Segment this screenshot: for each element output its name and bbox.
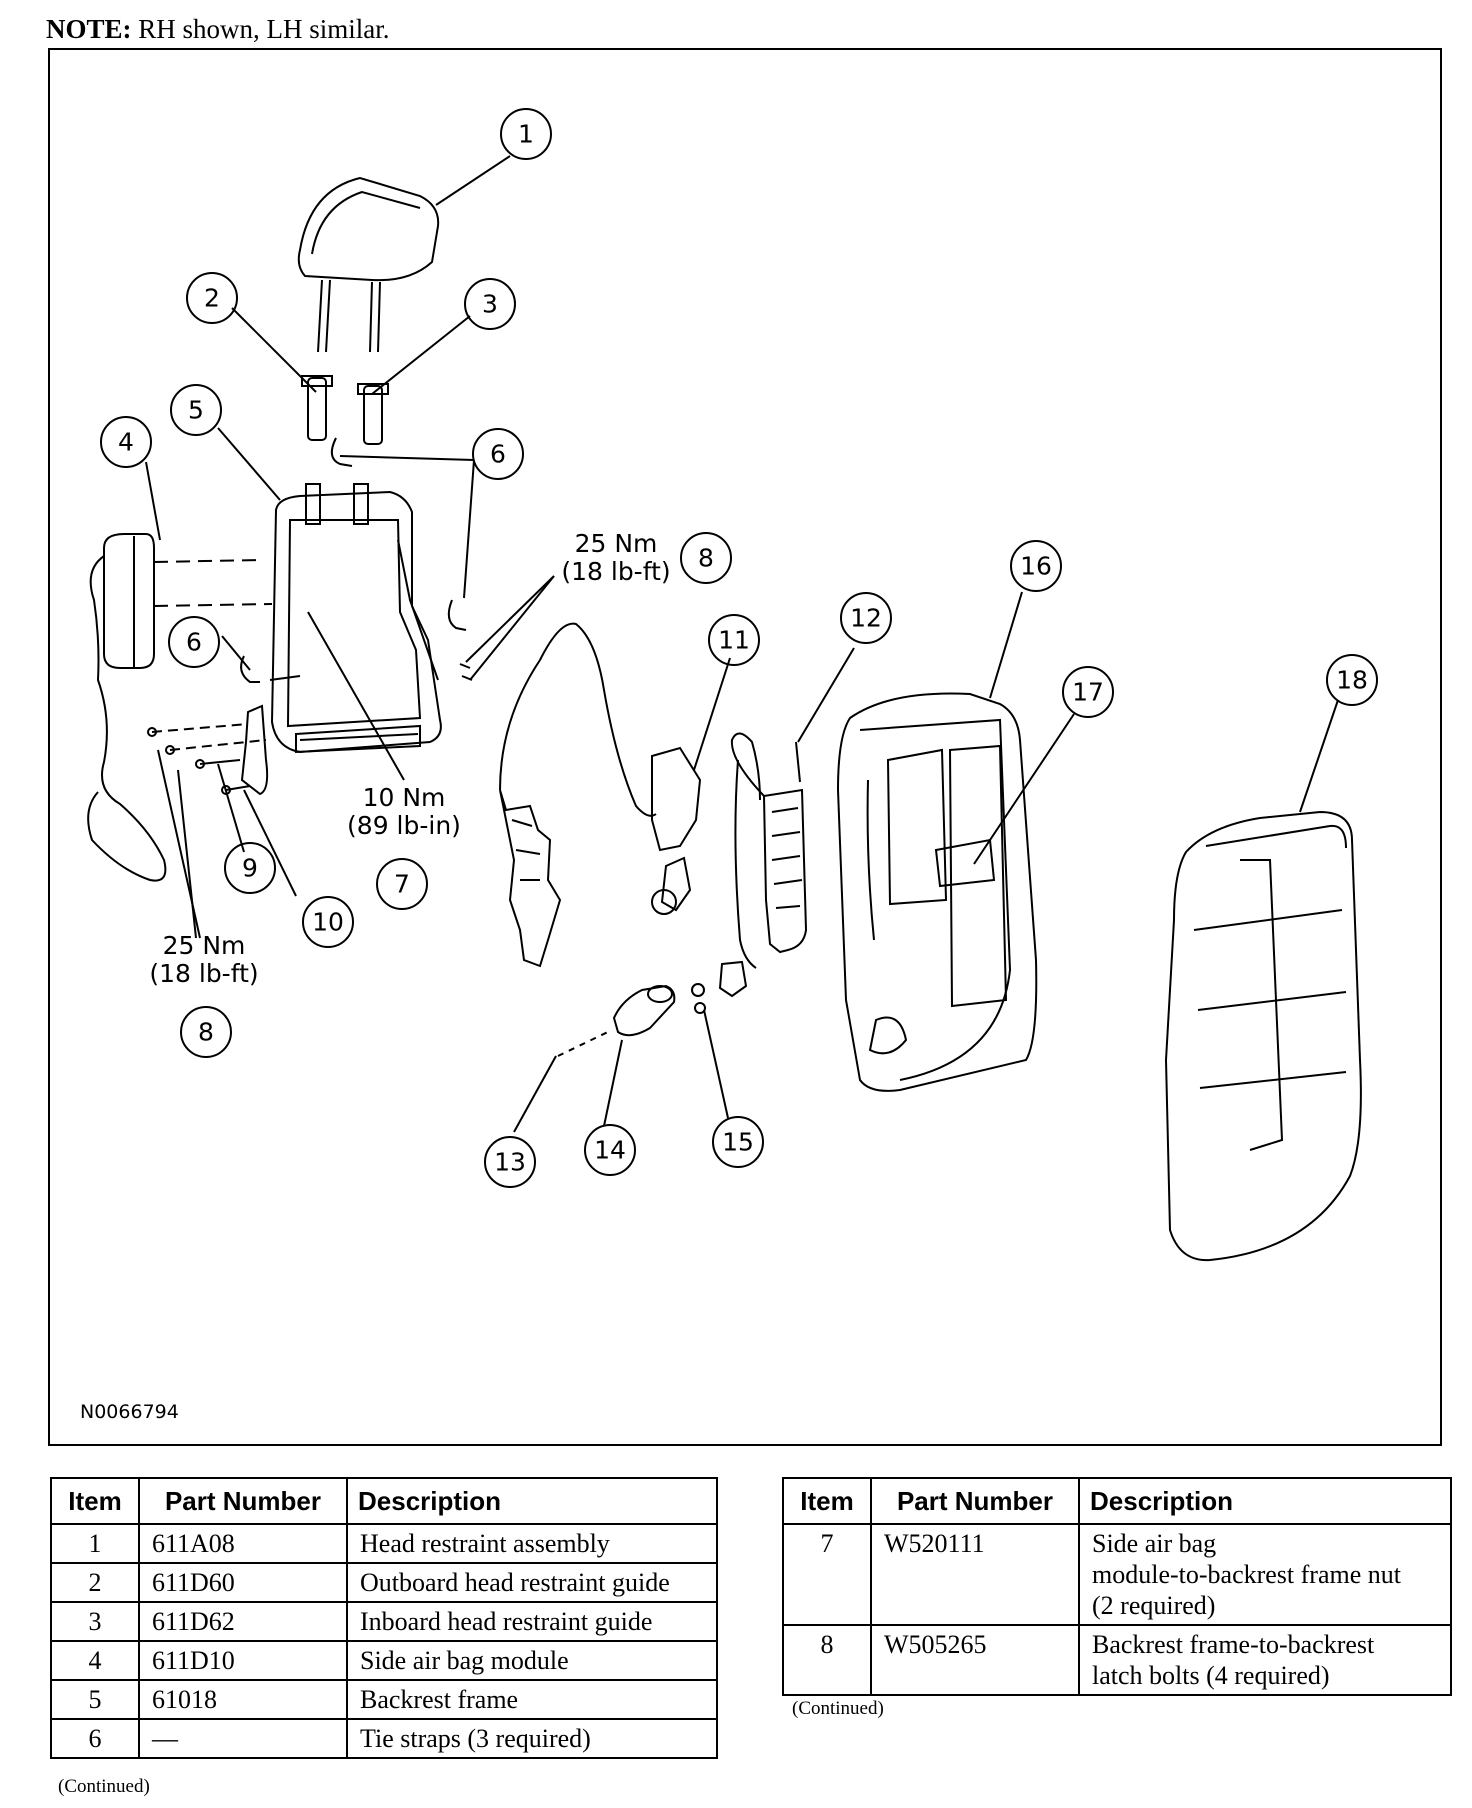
header-part-number: Part Number — [870, 1477, 1080, 1525]
head-restraint-drawing — [297, 176, 440, 353]
recliner-mechanism-drawing — [499, 622, 702, 968]
part-number-cell: — — [138, 1718, 348, 1759]
callout-9: 9 — [242, 854, 258, 883]
description-cell: Backrest frame-to-backrest latch bolts (… — [1078, 1624, 1452, 1696]
leader-lines — [145, 155, 1339, 1133]
torque-middle-nm: 10 Nm — [363, 783, 446, 812]
side-air-bag-drawing — [87, 533, 273, 882]
torque-upper-lbft: (18 lb-ft) — [561, 557, 670, 586]
description-line: (2 required) — [1092, 1591, 1216, 1620]
note-text: RH shown, LH similar. — [138, 14, 390, 44]
torque-labels: 25 Nm (18 lb-ft) 10 Nm (89 lb-in) 25 Nm … — [149, 529, 670, 988]
description-line: Backrest frame-to-backrest — [1092, 1630, 1375, 1659]
description-line: latch bolts (4 required) — [1092, 1661, 1330, 1690]
diagram-frame — [48, 48, 1442, 1446]
part-number-cell: W505265 — [870, 1624, 1080, 1696]
callout-14: 14 — [594, 1136, 626, 1165]
description-cell: Inboard head restraint guide — [346, 1601, 718, 1642]
callout-6-upper: 6 — [490, 440, 506, 469]
table-header-row: Item Part Number Description — [782, 1477, 1452, 1525]
callout-18: 18 — [1336, 666, 1368, 695]
part-number-cell: W520111 — [870, 1523, 1080, 1626]
backrest-shell-drawing — [836, 692, 1038, 1092]
table-row: 7 W520111 Side air bag module-to-backres… — [782, 1523, 1452, 1626]
header-description: Description — [346, 1477, 718, 1525]
note: NOTE: RH shown, LH similar. — [46, 14, 390, 45]
header-item: Item — [50, 1477, 140, 1525]
callout-7: 7 — [394, 870, 410, 899]
callout-15: 15 — [722, 1128, 754, 1157]
tie-straps-drawing — [240, 599, 473, 683]
description-line: Side air bag — [1092, 1529, 1217, 1558]
part-number-cell: 611D60 — [138, 1562, 348, 1603]
bolts-bracket-drawing — [147, 704, 269, 796]
item-cell: 7 — [782, 1523, 872, 1626]
item-cell: 6 — [50, 1718, 140, 1759]
callout-numbers: 1 2 3 4 5 6 6 8 8 9 10 7 11 12 13 14 15 … — [118, 120, 1368, 1177]
item-cell: 4 — [50, 1640, 140, 1681]
description-cell: Side air bag module — [346, 1640, 718, 1681]
header-description: Description — [1078, 1477, 1452, 1525]
item-cell: 5 — [50, 1679, 140, 1720]
callout-17: 17 — [1072, 678, 1104, 707]
callout-13: 13 — [494, 1148, 526, 1177]
seat-cover-drawing — [1164, 810, 1362, 1262]
item-cell: 3 — [50, 1601, 140, 1642]
callout-3: 3 — [482, 290, 498, 319]
item-cell: 8 — [782, 1624, 872, 1696]
parts-table-right: Item Part Number Description 7 W520111 S… — [782, 1477, 1452, 1696]
torque-middle-lbin: (89 lb-in) — [347, 811, 461, 840]
lumbar-handle-drawing — [557, 960, 748, 1057]
table-row: 6—Tie straps (3 required) — [50, 1718, 718, 1759]
callout-16: 16 — [1020, 552, 1052, 581]
continued-left: (Continued) — [58, 1776, 150, 1797]
backrest-frame-drawing — [269, 483, 442, 754]
callout-4: 4 — [118, 428, 134, 457]
callout-6-lower: 6 — [186, 628, 202, 657]
callout-circles — [100, 108, 1378, 1188]
part-number-cell: 611D10 — [138, 1640, 348, 1681]
part-number-cell: 611D62 — [138, 1601, 348, 1642]
torque-lower-nm: 25 Nm — [163, 931, 246, 960]
lumbar-drawing — [730, 732, 808, 969]
table-row: 8 W505265 Backrest frame-to-backrest lat… — [782, 1624, 1452, 1696]
description-cell: Backrest frame — [346, 1679, 718, 1720]
head-restraint-guides-drawing — [301, 375, 389, 467]
table-header-row: Item Part Number Description — [50, 1477, 718, 1525]
header-item: Item — [782, 1477, 872, 1525]
callout-11: 11 — [718, 626, 750, 655]
part-number-cell: 61018 — [138, 1679, 348, 1720]
header-part-number: Part Number — [138, 1477, 348, 1525]
torque-lower-lbft: (18 lb-ft) — [149, 959, 258, 988]
torque-upper-nm: 25 Nm — [575, 529, 658, 558]
callout-5: 5 — [188, 396, 204, 425]
callout-8-lower: 8 — [198, 1018, 214, 1047]
description-cell: Head restraint assembly — [346, 1523, 718, 1564]
description-line: module-to-backrest frame nut — [1092, 1560, 1401, 1589]
callout-2: 2 — [204, 284, 220, 313]
callout-8-upper: 8 — [698, 544, 714, 573]
item-cell: 1 — [50, 1523, 140, 1564]
note-label: NOTE: — [46, 14, 132, 44]
part-number-cell: 611A08 — [138, 1523, 348, 1564]
description-cell: Outboard head restraint guide — [346, 1562, 718, 1603]
item-cell: 2 — [50, 1562, 140, 1603]
continued-right: (Continued) — [792, 1698, 884, 1719]
description-cell: Side air bag module-to-backrest frame nu… — [1078, 1523, 1452, 1626]
callout-12: 12 — [850, 604, 882, 633]
callout-10: 10 — [312, 908, 344, 937]
illustration-code: N0066794 — [80, 1401, 179, 1423]
callout-1: 1 — [518, 120, 534, 149]
description-cell: Tie straps (3 required) — [346, 1718, 718, 1759]
